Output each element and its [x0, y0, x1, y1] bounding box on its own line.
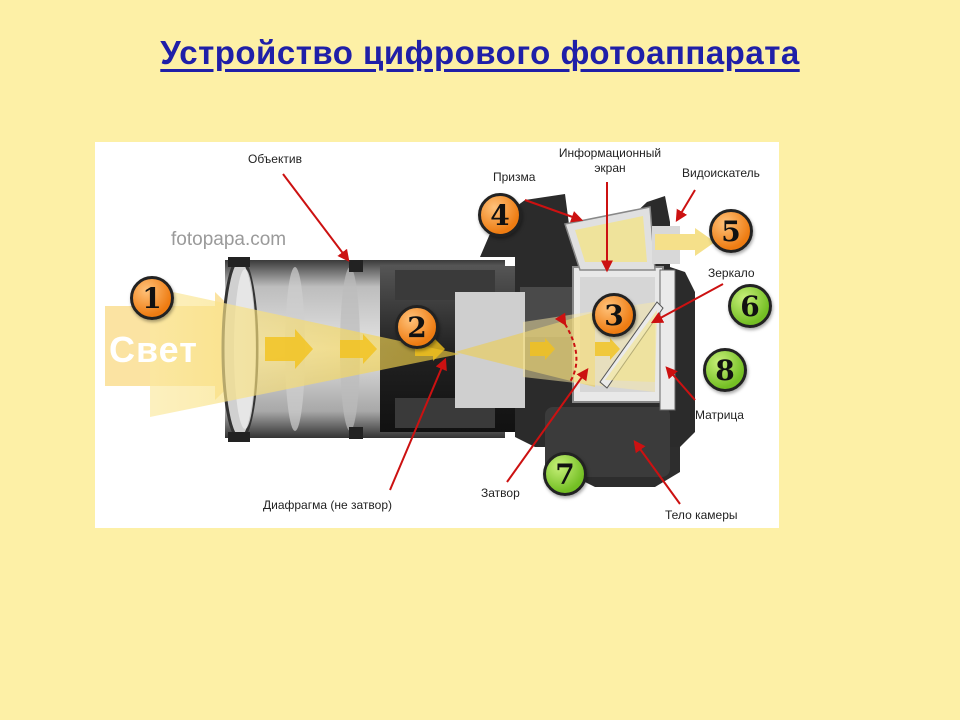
label-info-screen-line2: экран [594, 161, 626, 175]
watermark-text: fotopapa.com [171, 229, 287, 250]
badge-1: 1 [130, 276, 174, 320]
pointer-arrows [282, 173, 724, 505]
badge-7: 7 [543, 452, 587, 496]
badge-4: 4 [478, 193, 522, 237]
camera-diagram: fotopapa.com Свет Объектив Информационны… [95, 142, 779, 528]
light-label: Свет [109, 329, 198, 370]
prism-shape [564, 206, 715, 271]
label-viewfinder: Видоискатель [682, 166, 760, 180]
mirror-motion-arrow [554, 312, 578, 383]
label-sensor: Матрица [695, 408, 744, 422]
label-camera-body: Тело камеры [665, 508, 738, 522]
page-title: Устройство цифрового фотоаппарата [160, 34, 800, 71]
label-info-screen-line1: Информационный [558, 146, 662, 160]
label-aperture: Диафрагма (не затвор) [263, 498, 392, 512]
badge-3: 3 [592, 293, 636, 337]
label-lens: Объектив [248, 152, 302, 166]
mirror-shape [599, 301, 664, 389]
badge-2: 2 [395, 305, 439, 349]
badge-5: 5 [709, 209, 753, 253]
label-prism: Призма [493, 170, 536, 184]
badge-8: 8 [703, 348, 747, 392]
label-shutter: Затвор [481, 486, 520, 500]
badge-6: 6 [728, 284, 772, 328]
camera-illustration [105, 173, 724, 505]
label-mirror: Зеркало [708, 266, 755, 280]
